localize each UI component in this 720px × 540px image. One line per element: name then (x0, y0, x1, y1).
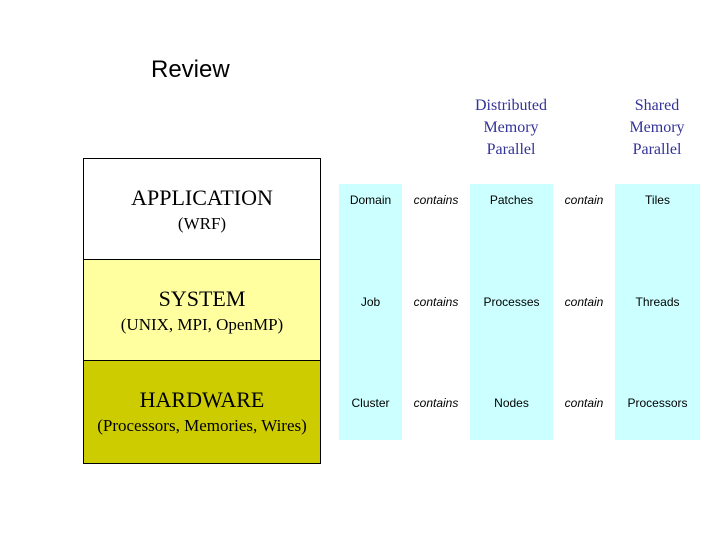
layer-name: HARDWARE (139, 387, 265, 412)
relation-label: contains (413, 295, 459, 309)
cell-whole: Cluster (351, 396, 390, 410)
column-whole (339, 184, 402, 440)
header-line: Distributed (475, 97, 547, 114)
cell-shared: Threads (635, 295, 680, 309)
layer-application: APPLICATION (WRF) (84, 159, 320, 260)
relation-label: contains (413, 193, 459, 207)
layer-hardware: HARDWARE (Processors, Memories, Wires) (84, 361, 320, 463)
header-line: Shared (634, 97, 680, 114)
relation-label: contain (564, 396, 604, 410)
layer-sub: (UNIX, MPI, OpenMP) (120, 315, 284, 334)
slide-title: Review (151, 56, 230, 83)
relation-label: contain (564, 193, 604, 207)
relation-label: contains (413, 396, 459, 410)
layer-sub: (WRF) (177, 214, 227, 233)
header-shared-memory: Shared Memory Parallel (608, 95, 706, 161)
cell-shared: Tiles (645, 193, 670, 207)
layer-stack: APPLICATION (WRF) SYSTEM (UNIX, MPI, Ope… (83, 158, 321, 464)
cell-shared: Processors (627, 396, 688, 410)
layer-name: SYSTEM (158, 286, 246, 311)
column-shared (615, 184, 700, 440)
header-line: Memory (483, 119, 539, 136)
cell-distributed: Patches (489, 193, 534, 207)
cell-distributed: Processes (483, 295, 540, 309)
header-line: Memory (629, 119, 685, 136)
layer-name: APPLICATION (131, 185, 273, 210)
header-line: Parallel (486, 141, 536, 158)
header-line: Parallel (632, 141, 682, 158)
cell-whole: Job (360, 295, 381, 309)
column-distributed (470, 184, 553, 440)
header-distributed-memory: Distributed Memory Parallel (462, 95, 560, 161)
layer-sub: (Processors, Memories, Wires) (97, 416, 307, 435)
cell-whole: Domain (349, 193, 392, 207)
relation-label: contain (564, 295, 604, 309)
layer-system: SYSTEM (UNIX, MPI, OpenMP) (84, 260, 320, 361)
cell-distributed: Nodes (494, 396, 529, 410)
